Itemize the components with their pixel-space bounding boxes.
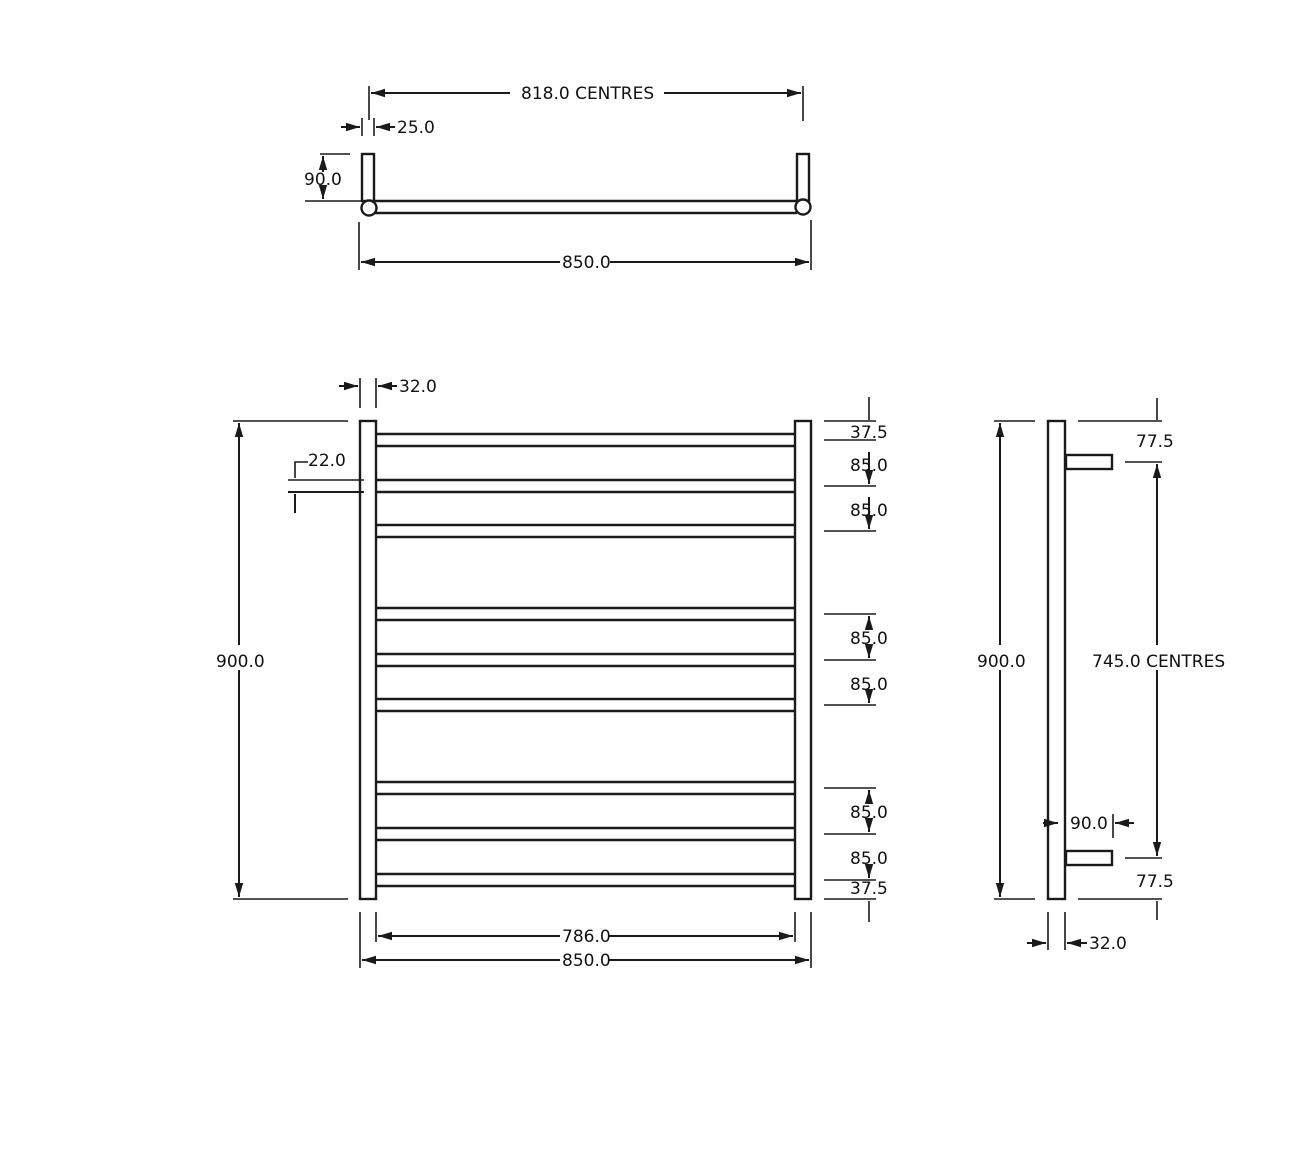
side-upright [1046,419,1067,901]
top-projection-label: 90.0 [304,170,342,190]
side-view: 900.0 77.5 745.0 CENTRES 77.5 90.0 32.0 [977,398,1225,954]
front-overall-height-label: 900.0 [216,652,265,672]
top-wall-bracket [1064,453,1114,471]
front-overall-width-label: 850.0 [562,951,611,971]
top-view: 818.0 CENTRES 25.0 90.0 850.0 [304,84,812,273]
top-overall-width-label: 850.0 [562,253,611,273]
side-overall-height-label: 900.0 [977,652,1026,672]
left-upright [358,419,378,901]
side-top-offset-label: 77.5 [1136,432,1174,452]
side-upright-depth-label: 32.0 [1089,934,1127,954]
front-upright-width-label: 32.0 [399,377,437,397]
rails [377,432,794,888]
front-rail-diameter-label: 22.0 [308,451,346,471]
left-wall-post [360,152,376,203]
right-upright-section [794,198,812,216]
bottom-wall-bracket [1064,849,1114,867]
spacing-label-1: 37.5 [850,423,888,443]
front-inner-width-label: 786.0 [562,927,611,947]
top-post-width-label: 25.0 [397,118,435,138]
side-bottom-offset-label: 77.5 [1136,872,1174,892]
spacing-label-2: 85.0 [850,456,888,476]
right-wall-post [795,152,811,203]
side-bracket-centres-label: 745.0 CENTRES [1092,652,1225,672]
right-upright [793,419,813,901]
side-projection-label: 90.0 [1070,814,1108,834]
top-centres-label: 818.0 CENTRES [521,84,654,104]
spacing-label-8: 37.5 [850,879,888,899]
rail-spacing-dims: 37.5 85.0 85.0 85.0 85.0 85.0 85.0 37.5 [824,397,888,922]
spacing-label-7: 85.0 [850,849,888,869]
left-upright-section [360,199,378,217]
spacing-label-3: 85.0 [850,501,888,521]
spacing-label-5: 85.0 [850,675,888,695]
spacing-label-6: 85.0 [850,803,888,823]
front-view: 32.0 22.0 900.0 [216,377,888,971]
spacing-label-4: 85.0 [850,629,888,649]
